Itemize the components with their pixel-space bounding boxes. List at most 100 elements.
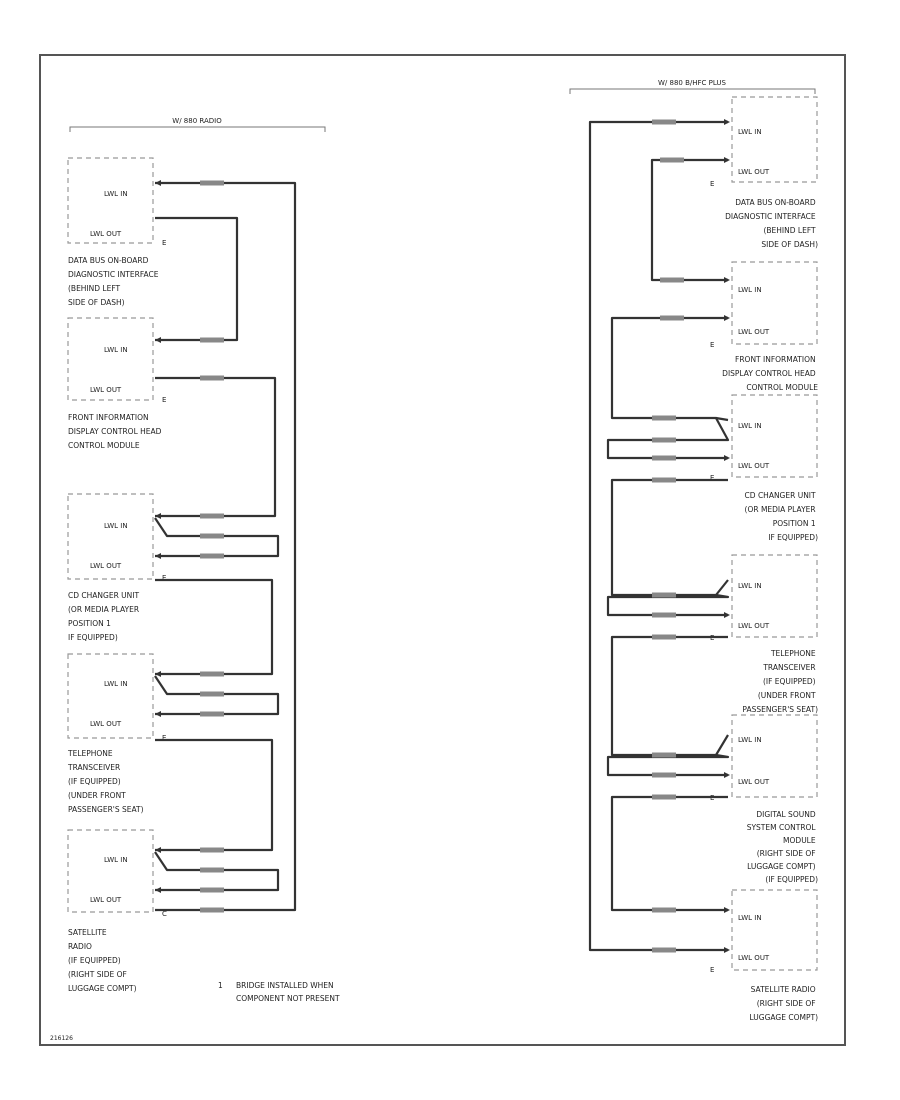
bridge-cd (606, 417, 730, 460)
connector-arrow (155, 513, 161, 519)
module-label-l-sat: SATELLITE RADIO (IF EQUIPPED) (RIGHT SID… (68, 928, 137, 993)
pin-label: LWL OUT (738, 622, 770, 630)
connector-arrow (155, 671, 161, 677)
wire-tel-to-sat (155, 738, 274, 852)
connector-arrow (724, 772, 730, 778)
bridge-tel (154, 675, 280, 716)
pin-marker: E (710, 180, 714, 188)
connector-arrow (724, 119, 730, 125)
module-box-l-sat (67, 829, 154, 913)
wire-tel-to-dsscm (610, 635, 729, 757)
left-wiring (154, 181, 297, 912)
module-label-r-fidc: FRONT INFORMATION DISPLAY CONTROL HEAD C… (722, 355, 818, 392)
connector-arrow (155, 847, 161, 853)
module-label-r-cd: CD CHANGER UNIT (OR MEDIA PLAYER POSITIO… (745, 491, 819, 542)
wire-dsscm-to-sat (610, 795, 728, 912)
note-symbol: 1 (218, 981, 223, 990)
pin-label: LWL OUT (738, 328, 770, 336)
module-label-r-sat: SATELLITE RADIO (RIGHT SIDE OF LUGGAGE C… (750, 985, 819, 1022)
right-connectors (724, 119, 730, 953)
pin-marker: E (710, 474, 714, 482)
right-header: W/ 880 B/HFC PLUS (569, 79, 816, 94)
module-box-l-cd (67, 493, 154, 580)
connector-arrow (724, 455, 730, 461)
note-text: BRIDGE INSTALLED WHEN COMPONENT NOT PRES… (236, 981, 340, 1003)
module-label-l-fidc: FRONT INFORMATION DISPLAY CONTROL HEAD C… (68, 413, 164, 450)
wire-cd-to-tel (610, 478, 729, 597)
module-box-l-tel (67, 653, 154, 739)
wire-fidc-to-cd (610, 316, 729, 422)
connector-arrow (724, 947, 730, 953)
connector-arrow (155, 711, 161, 717)
wire-dbobd-to-fidc (155, 216, 239, 342)
pin-marker: E (162, 239, 166, 247)
bridge-cd (154, 517, 280, 558)
wire-dbobd-to-fidc (650, 158, 728, 282)
wire-fidc-to-cd (155, 376, 277, 518)
right-wiring (588, 120, 730, 952)
connector-arrow (724, 907, 730, 913)
bridge-sat (154, 851, 280, 892)
pin-marker: E (710, 966, 714, 974)
connector-arrow (724, 612, 730, 618)
wire-cd-to-tel (155, 578, 274, 676)
right-module-boxes (731, 96, 818, 971)
left-connectors (155, 180, 161, 893)
pin-marker: C (162, 910, 167, 918)
wire-ring-return-right (588, 120, 728, 952)
pin-label: LWL OUT (738, 462, 770, 470)
pin-label: LWL IN (104, 522, 128, 530)
bridge-note: 1 BRIDGE INSTALLED WHEN COMPONENT NOT PR… (218, 981, 340, 1003)
bridge-tel (606, 593, 730, 617)
pin-marker: E (162, 396, 166, 404)
pin-label: LWL IN (738, 914, 762, 922)
right-header-text: W/ 880 B/HFC PLUS (658, 79, 727, 87)
right-fiber-segments (652, 119, 684, 953)
module-box-r-dbobd (731, 96, 818, 183)
pin-marker: E (162, 574, 166, 582)
module-label-r-dbobd: DATA BUS ON-BOARD DIAGNOSTIC INTERFACE (… (725, 198, 818, 249)
left-header: W/ 880 RADIO (69, 117, 326, 132)
left-header-text: W/ 880 RADIO (172, 117, 222, 125)
module-box-l-fidc (67, 317, 154, 401)
module-label-r-tel: TELEPHONE TRANSCEIVER (IF EQUIPPED) (UND… (742, 649, 818, 714)
module-box-l-dbobd (67, 157, 154, 244)
pin-label: LWL IN (104, 856, 128, 864)
pin-label: LWL IN (738, 286, 762, 294)
left-module-boxes (67, 157, 154, 913)
connector-arrow (155, 180, 161, 186)
diagram-frame (39, 54, 846, 1046)
pin-label: LWL OUT (738, 778, 770, 786)
module-box-r-cd (731, 394, 818, 478)
pin-label: LWL OUT (90, 896, 122, 904)
connector-arrow (724, 157, 730, 163)
pin-label: LWL OUT (738, 168, 770, 176)
bridge-dsscm (606, 753, 730, 777)
pin-label: LWL IN (738, 736, 762, 744)
figure-id: 216126 (50, 1035, 73, 1042)
pin-marker: E (162, 734, 166, 742)
pin-label: LWL IN (104, 680, 128, 688)
module-box-r-sat (731, 889, 818, 971)
pin-label: LWL OUT (90, 562, 122, 570)
module-box-r-dsscm (731, 714, 818, 798)
left-fiber-segments (200, 180, 224, 913)
pin-label: LWL OUT (90, 386, 122, 394)
pin-label: LWL OUT (738, 954, 770, 962)
connector-arrow (724, 277, 730, 283)
module-box-r-tel (731, 554, 818, 638)
pin-label: LWL IN (738, 128, 762, 136)
module-label-r-dsscm: DIGITAL SOUND SYSTEM CONTROL MODULE (RIG… (747, 810, 818, 884)
pin-marker: E (710, 341, 714, 349)
connector-arrow (155, 553, 161, 559)
pin-label: LWL OUT (90, 230, 122, 238)
connector-arrow (155, 337, 161, 343)
pin-label: LWL IN (738, 582, 762, 590)
connector-arrow (724, 315, 730, 321)
module-label-l-dbobd: DATA BUS ON-BOARD DIAGNOSTIC INTERFACE (… (68, 256, 161, 307)
pin-label: LWL IN (738, 422, 762, 430)
wire-ring-return-left (155, 181, 297, 912)
module-box-r-fidc (731, 261, 818, 345)
module-label-l-cd: CD CHANGER UNIT (OR MEDIA PLAYER POSITIO… (68, 591, 141, 642)
